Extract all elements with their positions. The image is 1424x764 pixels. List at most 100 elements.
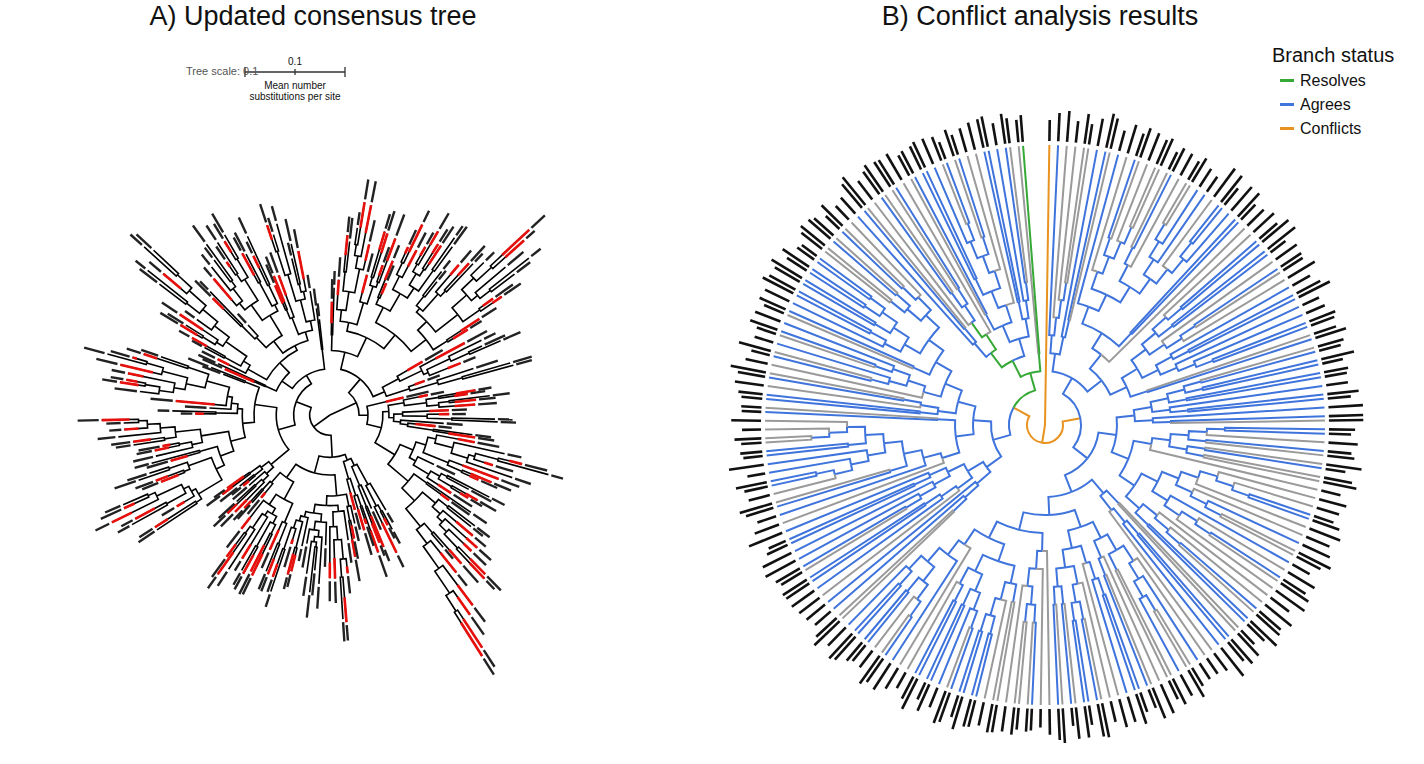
tree-branch xyxy=(1184,381,1201,389)
tip-label-mark xyxy=(149,262,161,272)
tip-label-mark xyxy=(208,577,216,588)
tip-label-mark xyxy=(475,538,486,547)
tree-branch xyxy=(413,264,417,274)
tip-label-mark xyxy=(115,481,136,488)
tree-branch xyxy=(132,357,147,363)
tree-branch xyxy=(974,343,991,357)
tip-label-mark xyxy=(365,179,368,199)
tip-label-mark xyxy=(1192,668,1203,686)
new-branch-highlight xyxy=(163,274,181,289)
tip-label-mark xyxy=(418,233,426,248)
tree-branch xyxy=(376,307,395,335)
panel-title: B) Conflict analysis results xyxy=(882,2,1199,32)
tree-branch xyxy=(186,381,207,388)
tree-branch xyxy=(248,363,280,380)
tip-label-mark xyxy=(339,257,340,276)
tree-branch xyxy=(768,450,868,464)
tree-branch xyxy=(848,435,866,445)
tree-branch xyxy=(1139,504,1157,515)
tree-branch xyxy=(1102,381,1127,395)
tree-branch xyxy=(1019,512,1049,529)
tip-label-mark xyxy=(473,514,486,523)
tree-branch xyxy=(456,610,482,647)
tree-branch xyxy=(1010,147,1027,282)
tip-label-mark xyxy=(162,302,177,312)
tree-branch xyxy=(363,286,373,304)
tree-branch xyxy=(340,559,343,577)
tree-branch xyxy=(906,496,921,508)
tip-label-mark xyxy=(381,545,385,555)
tree-branch xyxy=(157,484,184,496)
tree-branch xyxy=(774,474,836,494)
new-branch-highlight xyxy=(177,502,185,507)
tip-label-mark xyxy=(531,249,540,256)
tree-branch xyxy=(1111,508,1125,522)
tree-branch xyxy=(210,292,242,326)
tree-branch xyxy=(270,305,278,316)
tree-branch xyxy=(1128,441,1151,459)
tree-branch xyxy=(432,503,440,514)
tree-branch xyxy=(1006,148,1026,283)
tip-label-mark xyxy=(841,198,855,214)
tip-label-mark xyxy=(478,443,500,447)
tip-label-mark xyxy=(451,502,469,515)
tree-branch xyxy=(267,464,274,473)
tip-label-mark xyxy=(308,275,310,288)
new-branch-highlight xyxy=(218,359,229,365)
new-branch-highlight xyxy=(218,552,234,574)
tree-branch xyxy=(1031,604,1035,622)
tree-branch xyxy=(958,288,968,305)
tree-branch xyxy=(192,338,225,357)
tree-branch xyxy=(375,428,395,455)
tree-branch xyxy=(1216,476,1233,486)
tip-label-mark xyxy=(1302,297,1318,305)
tip-label-mark xyxy=(1089,124,1092,144)
new-branch-highlight xyxy=(469,476,478,480)
tip-label-mark xyxy=(1327,391,1358,394)
tree-branch xyxy=(1082,619,1097,700)
new-branch-highlight xyxy=(102,418,130,421)
tip-label-mark xyxy=(1200,663,1210,679)
tree-branch xyxy=(356,403,368,415)
tree-branch xyxy=(937,419,956,436)
tree-branch xyxy=(480,297,502,312)
tip-label-mark xyxy=(135,482,153,489)
tip-label-mark xyxy=(1048,709,1051,735)
new-branch-highlight xyxy=(407,362,422,371)
tree-branch xyxy=(1110,161,1139,238)
tree-branch xyxy=(187,303,203,313)
tree-branch xyxy=(462,278,474,295)
tree-branch xyxy=(1104,238,1110,257)
consensus-tree xyxy=(78,179,563,674)
new-branch-highlight xyxy=(483,299,493,306)
tree-branch xyxy=(1164,501,1179,516)
tree-branch xyxy=(1186,449,1204,456)
tip-label-mark xyxy=(1119,699,1127,727)
tip-label-mark xyxy=(913,142,925,168)
tree-branch xyxy=(406,501,421,527)
tree-branch xyxy=(1042,425,1045,443)
new-branch-highlight xyxy=(386,398,404,402)
tip-label-mark xyxy=(452,408,467,411)
tip-label-mark xyxy=(127,474,146,480)
tip-label-mark xyxy=(802,245,817,256)
tree-branch xyxy=(367,398,404,416)
tree-branch xyxy=(1142,333,1156,350)
tip-label-mark xyxy=(179,331,189,337)
tip-label-mark xyxy=(760,298,786,310)
tree-branch xyxy=(921,405,939,411)
tree-branch xyxy=(1014,373,1036,407)
tip-label-mark xyxy=(115,388,137,391)
tree-branch xyxy=(388,403,404,412)
tip-label-mark xyxy=(860,656,880,684)
tip-label-mark xyxy=(1111,701,1116,722)
tree-branch xyxy=(1151,398,1169,407)
tree-branch xyxy=(395,444,413,454)
tree-branch xyxy=(1122,369,1137,387)
tree-branch xyxy=(1194,269,1277,326)
tree-branch xyxy=(452,295,467,315)
tree-branch xyxy=(424,282,437,297)
tree-branch xyxy=(420,523,432,533)
tree-branch xyxy=(1198,471,1217,477)
tree-branch xyxy=(394,418,401,422)
